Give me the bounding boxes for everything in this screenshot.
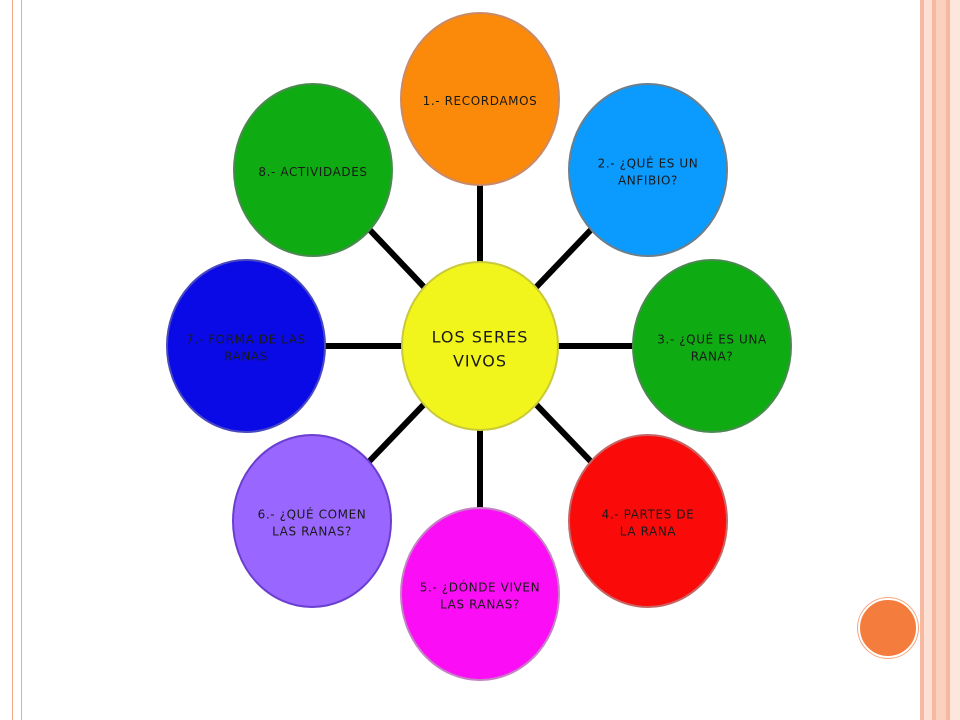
node-label-donde-viven-las-ranas-line: LAS RANAS?	[440, 597, 520, 611]
left-decorative-border	[12, 0, 22, 720]
center-node: LOS SERES VIVOS	[401, 261, 559, 431]
node-forma-de-las-ranas[interactable]: 7.- FORMA DE LAS RANAS	[166, 259, 326, 433]
node-circle-actividades	[233, 83, 393, 257]
node-label-que-comen-las-ranas-line: 6.- ¿QUÉ COMEN	[258, 506, 367, 521]
node-label-que-es-una-rana-line: RANA?	[691, 349, 734, 363]
node-label-partes-de-la-rana-line: 4.- PARTES DE	[602, 507, 695, 521]
node-label-que-es-un-anfibio-line: ANFIBIO?	[618, 173, 678, 187]
node-label-que-es-una-rana-line: 3.- ¿QUÉ ES UNA	[657, 331, 767, 346]
node-circle-que-es-un-anfibio	[568, 83, 728, 257]
node-que-es-un-anfibio[interactable]: 2.- ¿QUÉ ES UN ANFIBIO?	[568, 83, 728, 257]
node-partes-de-la-rana[interactable]: 4.- PARTES DE LA RANA	[568, 434, 728, 608]
center-node-group: LOS SERES VIVOS	[401, 261, 559, 431]
node-label-forma-de-las-ranas-line: RANAS	[224, 349, 268, 363]
node-label-que-es-un-anfibio: 2.- ¿QUÉ ES UN ANFIBIO?	[598, 155, 699, 187]
node-label-que-es-un-anfibio-line: 2.- ¿QUÉ ES UN	[598, 155, 699, 170]
node-que-comen-las-ranas[interactable]: 6.- ¿QUÉ COMEN LAS RANAS?	[232, 434, 392, 608]
node-circle-partes-de-la-rana	[568, 434, 728, 608]
node-label-forma-de-las-ranas-line: 7.- FORMA DE LAS	[186, 332, 306, 346]
node-label-partes-de-la-rana-line: LA RANA	[620, 524, 677, 538]
orange-accent-circle	[858, 598, 918, 658]
center-title-line: VIVOS	[453, 351, 507, 370]
center-title: LOS SERES VIVOS	[432, 327, 529, 370]
node-label-forma-de-las-ranas: 7.- FORMA DE LAS RANAS	[186, 332, 306, 363]
node-label-donde-viven-las-ranas: 5.- ¿DÓNDE VIVEN LAS RANAS?	[420, 579, 540, 611]
node-circle-donde-viven-las-ranas	[400, 507, 560, 681]
node-label-que-es-una-rana: 3.- ¿QUÉ ES UNA RANA?	[657, 331, 767, 363]
node-label-que-comen-las-ranas-line: LAS RANAS?	[272, 524, 352, 538]
node-actividades[interactable]: 8.- ACTIVIDADES	[233, 83, 393, 257]
node-circles: 1.- RECORDAMOS 2.- ¿QUÉ ES UN ANFIBIO? 3.- …	[166, 12, 792, 681]
node-circle-que-comen-las-ranas	[232, 434, 392, 608]
node-label-actividades-line: 8.- ACTIVIDADES	[258, 165, 367, 179]
node-recordamos[interactable]: 1.- RECORDAMOS	[400, 12, 560, 186]
right-decorative-stripes	[918, 0, 960, 720]
node-circle-recordamos	[400, 12, 560, 186]
node-label-actividades: 8.- ACTIVIDADES	[258, 165, 367, 179]
node-circle-forma-de-las-ranas	[166, 259, 326, 433]
node-circle-que-es-una-rana	[632, 259, 792, 433]
node-que-es-una-rana[interactable]: 3.- ¿QUÉ ES UNA RANA?	[632, 259, 792, 433]
node-donde-viven-las-ranas[interactable]: 5.- ¿DÓNDE VIVEN LAS RANAS?	[400, 507, 560, 681]
node-label-donde-viven-las-ranas-line: 5.- ¿DÓNDE VIVEN	[420, 579, 540, 594]
node-label-que-comen-las-ranas: 6.- ¿QUÉ COMEN LAS RANAS?	[258, 506, 367, 538]
center-title-line: LOS SERES	[432, 327, 529, 346]
node-label-partes-de-la-rana: 4.- PARTES DE LA RANA	[602, 507, 695, 538]
center-circle	[401, 261, 559, 431]
node-label-recordamos: 1.- RECORDAMOS	[423, 94, 538, 108]
node-label-recordamos-line: 1.- RECORDAMOS	[423, 94, 538, 108]
